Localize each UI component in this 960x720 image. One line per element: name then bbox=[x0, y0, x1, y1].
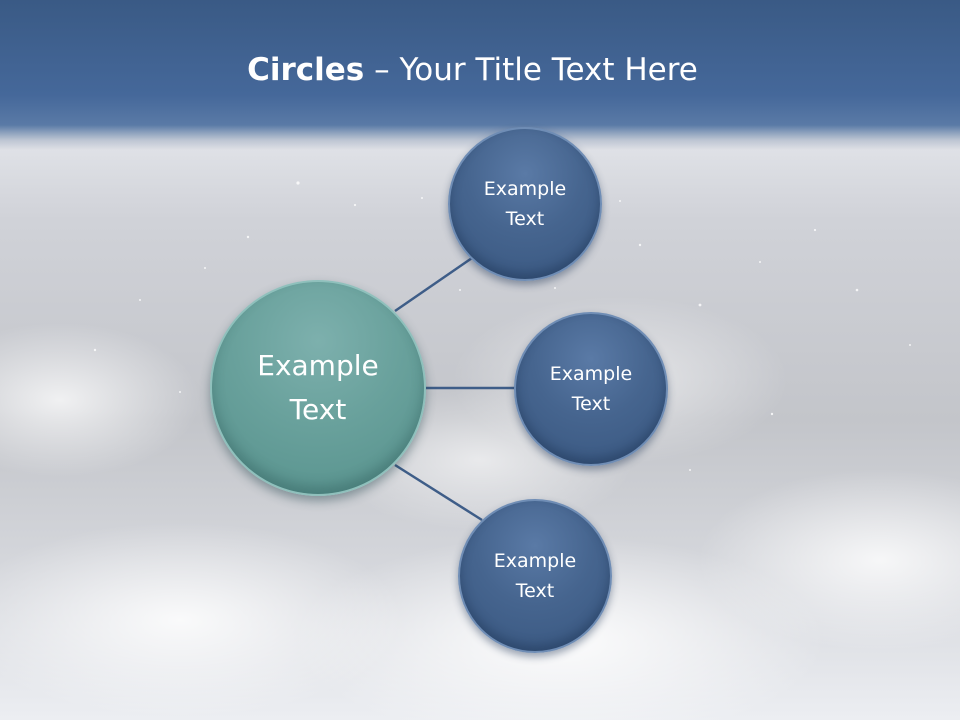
title-band bbox=[0, 0, 960, 150]
node-circle-2[interactable]: Example Text bbox=[514, 312, 668, 466]
center-circle[interactable]: Example Text bbox=[210, 280, 426, 496]
center-circle-line1: Example bbox=[257, 349, 379, 382]
connector-to-node-1 bbox=[394, 256, 473, 313]
node-circle-3-line1: Example bbox=[493, 550, 577, 572]
center-circle-line2: Text bbox=[289, 393, 347, 426]
node-circle-1-line1: Example bbox=[483, 178, 567, 200]
node-circle-2-line1: Example bbox=[549, 363, 633, 385]
slide-title: Circles – Your Title Text Here bbox=[0, 52, 945, 88]
node-circle-1-line2: Text bbox=[505, 208, 545, 230]
title-bold: Circles bbox=[247, 52, 365, 88]
node-circle-3[interactable]: Example Text bbox=[458, 499, 612, 653]
node-circle-1[interactable]: Example Text bbox=[448, 127, 602, 281]
title-rest: – Your Title Text Here bbox=[364, 52, 698, 88]
node-circle-3-line2: Text bbox=[515, 580, 555, 602]
connector-to-node-3 bbox=[394, 463, 483, 522]
node-circle-2-line2: Text bbox=[571, 393, 611, 415]
